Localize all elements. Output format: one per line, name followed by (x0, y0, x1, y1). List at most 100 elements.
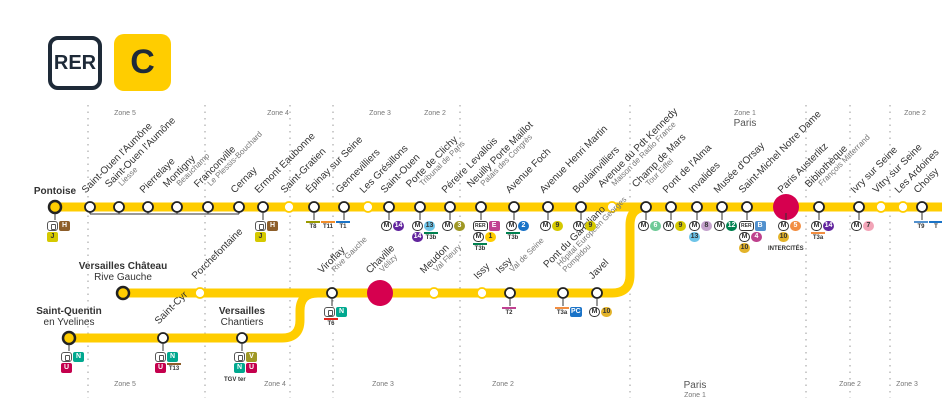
station-label[interactable]: Saint-Cyr (153, 289, 190, 326)
sq-badge: U (61, 363, 72, 373)
station-red-marker (773, 194, 799, 220)
line-badge: 9 (585, 221, 596, 231)
metro-badge: M (589, 307, 600, 317)
station-dot (233, 201, 245, 213)
station-label[interactable]: Pontoise (34, 186, 76, 197)
sq-badge: B (754, 221, 766, 231)
station-dot (362, 201, 374, 213)
rer-badge: RER (473, 221, 488, 231)
metro-badge: M (689, 221, 700, 231)
zone-label: Zone 2 (904, 109, 926, 118)
metro-badge: M (851, 221, 862, 231)
tram-badge: T3a (555, 307, 569, 317)
station-dot (283, 201, 295, 213)
metro-badge: M (381, 221, 392, 231)
station-dot (202, 201, 214, 213)
zone-city: Paris (683, 380, 707, 391)
tram-badge: T (929, 221, 942, 231)
zone-label: Zone 4 (264, 380, 286, 389)
station-dot (853, 201, 865, 213)
station-dot (606, 201, 618, 213)
station-label[interactable]: Cernay (229, 165, 260, 196)
line-badge: 4 (751, 232, 762, 242)
station-dot (813, 201, 825, 213)
sq-badge: N (167, 352, 178, 362)
sq-badge: J (47, 232, 58, 242)
metro-badge: M (778, 221, 789, 231)
station-dot (591, 287, 603, 299)
station-name: Javel (586, 257, 612, 282)
station-dot (741, 201, 753, 213)
station-name: Pontoise (33, 186, 77, 197)
station-label[interactable]: Issy (472, 261, 492, 281)
sq-badge: N (234, 363, 245, 373)
station-dot (716, 201, 728, 213)
station-dot (557, 287, 569, 299)
metro-badge: M (811, 221, 822, 231)
metro-badge: M (473, 232, 484, 242)
branch-saint-quentin (69, 288, 319, 343)
station-dot (475, 201, 487, 213)
station-dot (504, 287, 516, 299)
line-badge: 14 (412, 232, 423, 242)
zone-name: Zone 2 (424, 110, 446, 117)
sq-badge: H (267, 221, 278, 231)
station-dot (383, 201, 395, 213)
line-badge: 9 (552, 221, 563, 231)
zone-name: Zone 1 (734, 110, 756, 117)
extra-service: INTERCITÉS (768, 246, 804, 252)
zone-name: Zone 1 (684, 392, 706, 399)
station-subtitle: Hôpital Européen Georges Pompidou (555, 194, 629, 274)
sq-badge: N (73, 352, 84, 362)
station-dot (236, 332, 248, 344)
zone-name: Zone 3 (896, 381, 918, 388)
station-label[interactable]: Porchefontaine (190, 226, 245, 281)
metro-badge: M (739, 232, 750, 242)
station-dot (444, 201, 456, 213)
station-label[interactable]: Javel (586, 257, 612, 282)
station-subtitle: en Yvelines (43, 317, 95, 328)
line-badge: 2 (518, 221, 529, 231)
line-badge: 5 (790, 221, 801, 231)
train-icon (61, 352, 72, 362)
metro-badge: M (638, 221, 649, 231)
station-dot (308, 201, 320, 213)
line-badge: 6 (650, 221, 661, 231)
station-dot (575, 201, 587, 213)
metro-badge: M (412, 221, 423, 231)
line-badge: 14 (823, 221, 834, 231)
station-subtitle: Chantiers (220, 317, 264, 328)
station-dot (257, 201, 269, 213)
station-terminus-core (120, 290, 126, 296)
metro-badge: M (442, 221, 453, 231)
metro-badge: M (714, 221, 725, 231)
line-badge: 10 (601, 307, 612, 317)
sq-badge: N (336, 307, 347, 317)
train-icon (234, 352, 245, 362)
sq-badge: V (246, 352, 257, 362)
